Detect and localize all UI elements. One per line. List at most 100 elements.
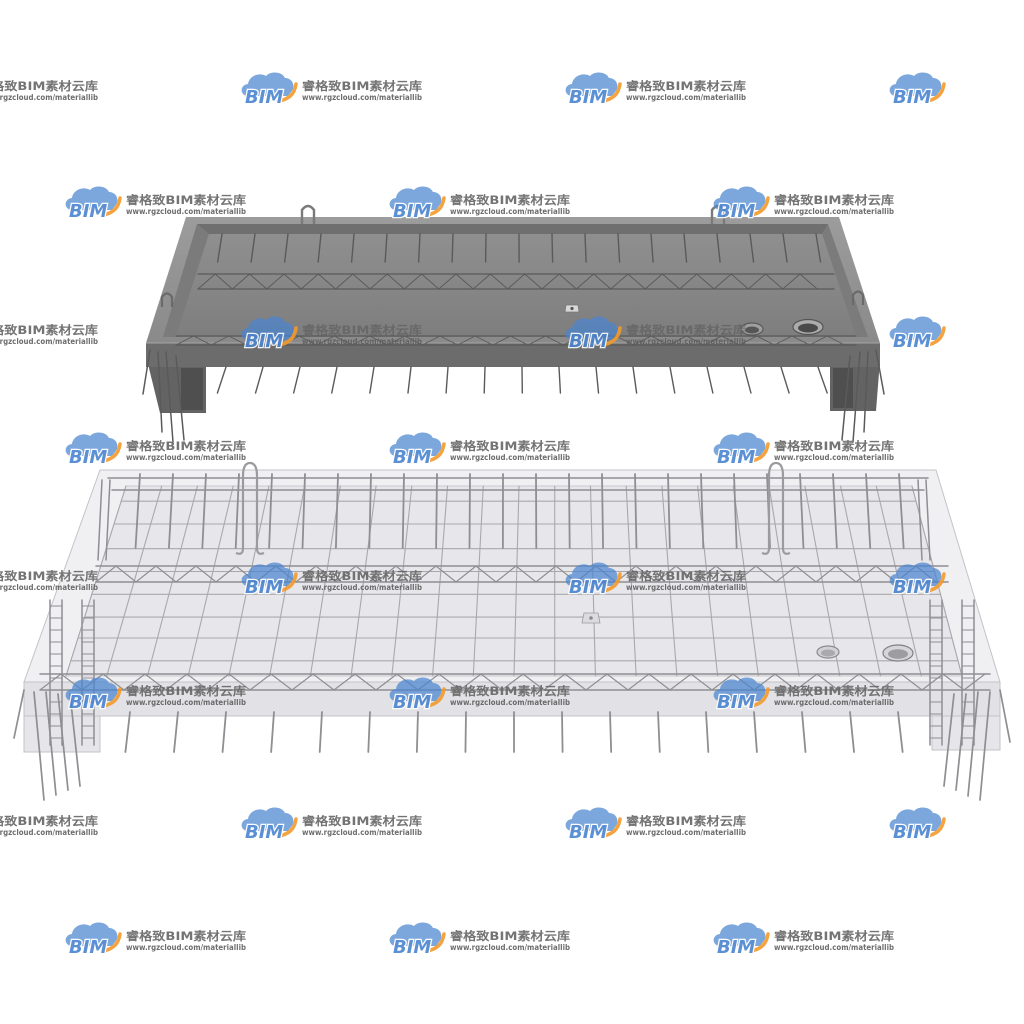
orange-swoosh-icon — [100, 442, 122, 463]
end-protruding-bar — [33, 691, 45, 801]
watermark-url: www.rgzcloud.com/materiallib — [450, 453, 571, 462]
watermark-brand-mark: BIM — [717, 692, 755, 713]
watermark-url: www.rgzcloud.com/materiallib — [450, 698, 571, 707]
watermark-brand-mark: BIM — [893, 87, 931, 108]
side-lifting-loop-icon — [851, 290, 865, 305]
stirrup-bar — [201, 473, 207, 549]
orange-swoosh-icon — [600, 817, 622, 838]
watermark: BIM睿格致BIM素材云库www.rgzcloud.com/materialli… — [565, 72, 747, 109]
end-protruding-bar — [841, 355, 851, 441]
watermark-name: 睿格致BIM素材云库 — [126, 929, 247, 943]
protruding-bar — [415, 711, 419, 753]
cloud-icon — [565, 316, 618, 340]
end-protruding-bar — [955, 693, 967, 791]
end-protruding-bar — [45, 691, 57, 796]
mesh-bar-longitudinal — [697, 485, 719, 677]
watermark-url: www.rgzcloud.com/materiallib — [0, 337, 99, 346]
mesh-bar-longitudinal — [732, 485, 759, 677]
mesh-bar-longitudinal — [768, 485, 800, 677]
watermark-url: www.rgzcloud.com/materiallib — [126, 453, 247, 462]
protruding-bar — [464, 711, 467, 753]
cloud-bim-logo-icon: BIM — [565, 807, 622, 844]
watermark-brand-mark: BIM — [569, 87, 607, 108]
cloud-icon — [65, 186, 118, 210]
watermark-url: www.rgzcloud.com/materiallib — [302, 583, 423, 592]
protruding-bar — [367, 711, 371, 753]
cloud-bim-logo-icon: BIM — [889, 807, 946, 844]
watermark-name: 睿格致BIM素材云库 — [450, 684, 571, 698]
pipe-sleeve-large-opening — [888, 649, 908, 659]
watermark-url: www.rgzcloud.com/materiallib — [774, 453, 895, 462]
cloud-bim-logo-icon: BIM — [713, 186, 770, 223]
cloud-bim-logo-icon: BIM — [241, 316, 298, 353]
stirrup-bar — [584, 233, 587, 263]
watermark: BIM睿格致BIM素材云库www.rgzcloud.com/materialli… — [565, 562, 747, 599]
protruding-bar — [407, 366, 412, 394]
watermark-url: www.rgzcloud.com/materiallib — [450, 943, 571, 952]
watermark-name: 睿格致BIM素材云库 — [774, 929, 895, 943]
lattice-girder-front-web — [39, 673, 986, 691]
cloud-icon — [389, 677, 442, 701]
left-leg-shadow — [181, 368, 203, 410]
cloud-icon — [713, 186, 766, 210]
pipe-sleeve-large-opening — [798, 323, 818, 333]
stirrup-bar — [368, 473, 372, 549]
stirrup-bar — [650, 233, 654, 263]
cloud-icon — [565, 72, 618, 96]
cloud-icon — [241, 562, 294, 586]
watermark: BIM — [889, 72, 946, 109]
watermark-url: www.rgzcloud.com/materiallib — [774, 698, 895, 707]
watermark-url: www.rgzcloud.com/materiallib — [626, 93, 747, 102]
end-protruding-bar — [999, 689, 1011, 743]
stirrup-bar — [601, 473, 604, 549]
orange-swoosh-icon — [748, 442, 770, 463]
lifting-loop-icon — [235, 461, 265, 555]
protruding-bar — [318, 711, 323, 753]
mesh-bar-longitudinal — [146, 485, 199, 677]
watermark-brand-mark: BIM — [69, 447, 107, 468]
protruding-bar — [331, 366, 338, 394]
stirrup-bar — [799, 473, 805, 549]
watermark-url: www.rgzcloud.com/materiallib — [774, 943, 895, 952]
stirrup-bar — [417, 233, 421, 263]
cloud-icon — [241, 316, 294, 340]
watermark: BIM睿格致BIM素材云库www.rgzcloud.com/materialli… — [389, 432, 571, 469]
watermark-brand-mark: BIM — [245, 87, 283, 108]
cloud-bim-logo-icon: BIM — [565, 72, 622, 109]
watermark: BIM睿格致BIM素材云库www.rgzcloud.com/materialli… — [241, 807, 423, 844]
orange-swoosh-icon — [924, 572, 946, 593]
cloud-bim-logo-icon: BIM — [713, 677, 770, 714]
stirrup-bar — [634, 473, 638, 549]
mesh-bar-longitudinal — [625, 485, 637, 677]
mesh-bar-longitudinal — [472, 485, 484, 677]
orange-swoosh-icon — [924, 326, 946, 347]
corner-stirrup-bar — [97, 479, 103, 561]
watermark-brand-mark: BIM — [717, 937, 755, 958]
watermark-name: 睿格致BIM素材云库 — [774, 684, 895, 698]
orange-swoosh-icon — [748, 932, 770, 953]
watermark-url: www.rgzcloud.com/materiallib — [774, 207, 895, 216]
cloud-bim-logo-icon: BIM — [241, 562, 298, 599]
embedded-plate-bolt — [589, 616, 593, 620]
end-protruding-bar — [165, 351, 174, 443]
top-slab-rebar — [142, 233, 885, 443]
transparent-precast-slab — [13, 461, 1011, 801]
watermark-name: 睿格致BIM素材云库 — [126, 439, 247, 453]
stirrup-bar — [700, 473, 705, 549]
stirrup-bar — [283, 233, 289, 263]
protruding-bar — [632, 366, 638, 394]
watermark-name: 睿格致BIM素材云库 — [126, 193, 247, 207]
stirrup-bar — [216, 233, 223, 263]
pipe-sleeve-small-opening — [821, 649, 835, 657]
watermark: BIM — [889, 316, 946, 353]
stirrup-bar — [683, 233, 688, 263]
watermark-url: www.rgzcloud.com/materiallib — [302, 828, 423, 837]
stirrup-bar — [898, 473, 905, 549]
stirrup-bar — [568, 473, 571, 549]
cloud-icon — [565, 562, 618, 586]
orange-swoosh-icon — [276, 817, 298, 838]
watermark: BIM睿格致BIM素材云库www.rgzcloud.com/materialli… — [65, 677, 247, 714]
cloud-icon — [241, 807, 294, 831]
stirrup-bar — [832, 473, 838, 549]
